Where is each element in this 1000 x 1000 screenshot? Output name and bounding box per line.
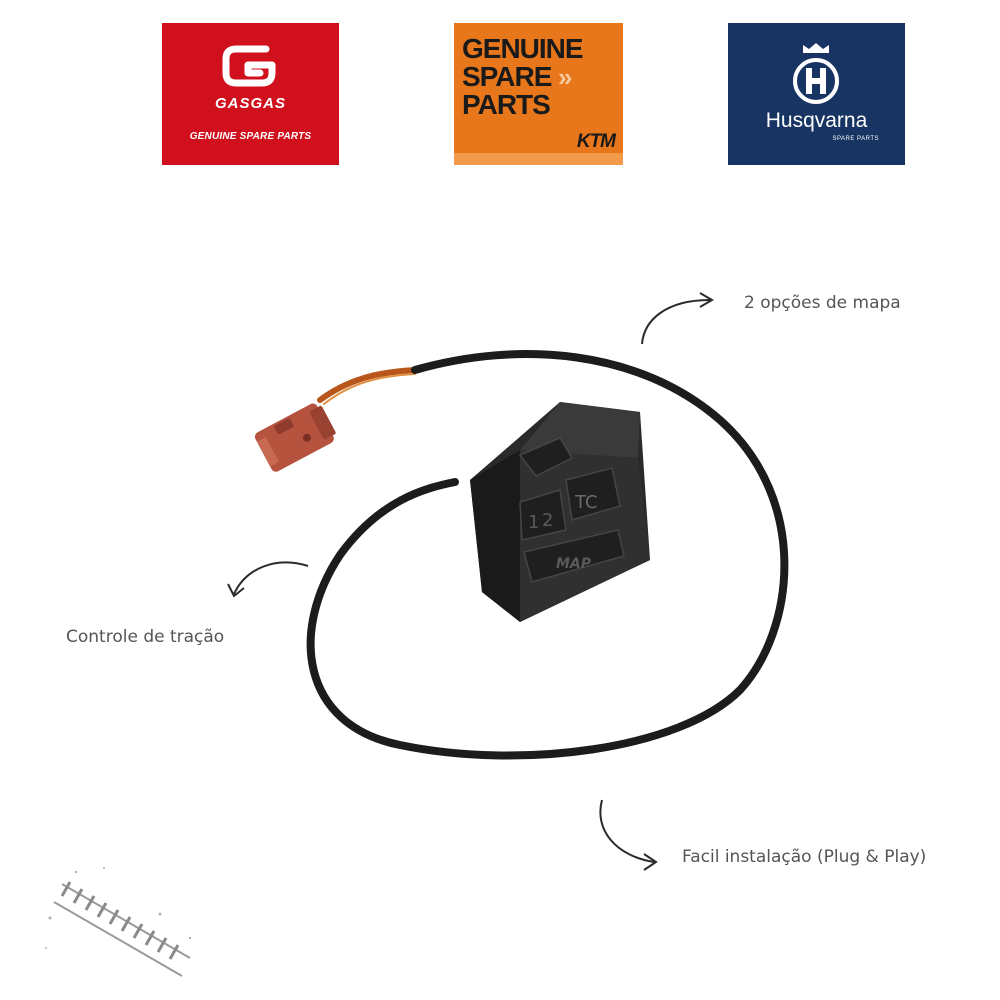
ktm-line-spare: SPARE [462, 61, 552, 92]
traction-control-button: TC [565, 467, 621, 521]
upper-switch-button [518, 437, 574, 477]
map-button: MAP [523, 529, 625, 583]
husqvarna-brand-name: Husqvarna [765, 109, 868, 132]
ktm-line-parts: PARTS [462, 89, 551, 120]
husqvarna-subtitle: SPARE PARTS [832, 136, 879, 142]
gasgas-brand-name: GASGAS [214, 95, 286, 112]
husqvarna-logo: Husqvarna SPARE PARTS [728, 23, 905, 165]
ktm-brand-name: KTM [576, 131, 616, 152]
ktm-logo: GENUINE SPARE » PARTS KTM [454, 23, 623, 165]
tire-track-decoration-icon [45, 867, 192, 977]
traction-control-caption: Controle de tração [66, 627, 225, 647]
installation-caption: Facil instalação (Plug & Play) [682, 847, 927, 867]
mode-one-label: 1 [528, 512, 539, 533]
red-connector-plug [254, 403, 336, 472]
map-options-arrow-icon [641, 292, 714, 345]
black-cable-loop [306, 350, 789, 760]
mode-12-button: 1 2 [519, 489, 567, 541]
ktm-chevrons-icon: » [558, 62, 573, 92]
installation-arrow-icon [599, 799, 658, 871]
gasgas-g-icon [222, 45, 276, 87]
map-switch-product-image: 1 2 TC MAP [254, 350, 789, 760]
gasgas-logo: GASGAS GENUINE SPARE PARTS [162, 23, 339, 165]
ktm-lower-band [454, 153, 623, 165]
traction-control-arrow-icon [227, 561, 309, 598]
ktm-line-genuine: GENUINE [462, 33, 584, 64]
orange-lead-wire [317, 367, 418, 403]
map-options-caption: 2 opções de mapa [744, 293, 901, 313]
husqvarna-crown-h-icon [793, 43, 839, 104]
map-label: MAP [556, 556, 592, 572]
gasgas-subtitle: GENUINE SPARE PARTS [189, 131, 312, 142]
mode-two-label: 2 [542, 510, 553, 531]
traction-control-label: TC [574, 492, 598, 513]
